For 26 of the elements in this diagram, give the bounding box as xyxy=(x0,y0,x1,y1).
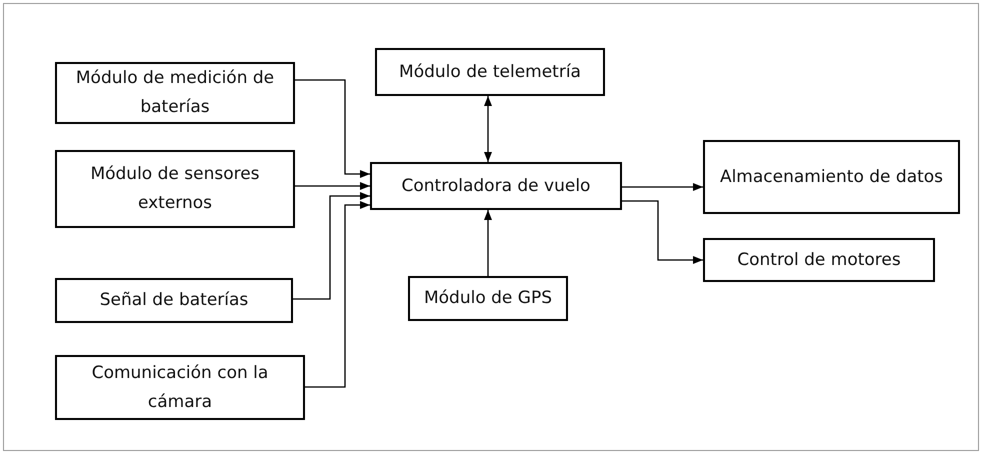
process-box xyxy=(375,48,605,96)
box-label: Módulo de telemetría xyxy=(399,60,581,84)
arrow xyxy=(295,79,370,178)
process-box xyxy=(55,62,295,124)
arrow xyxy=(484,96,492,162)
process-box xyxy=(408,276,568,321)
box-label: Controladora de vuelo xyxy=(402,174,590,198)
arrow xyxy=(293,192,370,300)
box-label: Almacenamiento de datos xyxy=(720,166,944,189)
box-label: Control de motores xyxy=(737,248,901,272)
process-box xyxy=(55,355,305,420)
process-box xyxy=(703,238,935,282)
box-label: Módulo de sensores externos xyxy=(89,163,261,215)
arrow xyxy=(484,210,492,276)
process-box xyxy=(370,162,622,210)
arrow xyxy=(295,182,370,190)
box-label: Comunicación con la cámara xyxy=(90,362,270,414)
arrow xyxy=(622,183,703,191)
box-label: Módulo de medición de baterías xyxy=(74,67,276,119)
arrow xyxy=(622,200,703,264)
box-label: Señal de baterías xyxy=(100,289,248,312)
box-label: Módulo de GPS xyxy=(424,287,552,310)
process-box xyxy=(55,278,293,323)
arrow xyxy=(305,201,370,388)
process-box xyxy=(703,140,960,214)
process-box xyxy=(55,150,295,228)
